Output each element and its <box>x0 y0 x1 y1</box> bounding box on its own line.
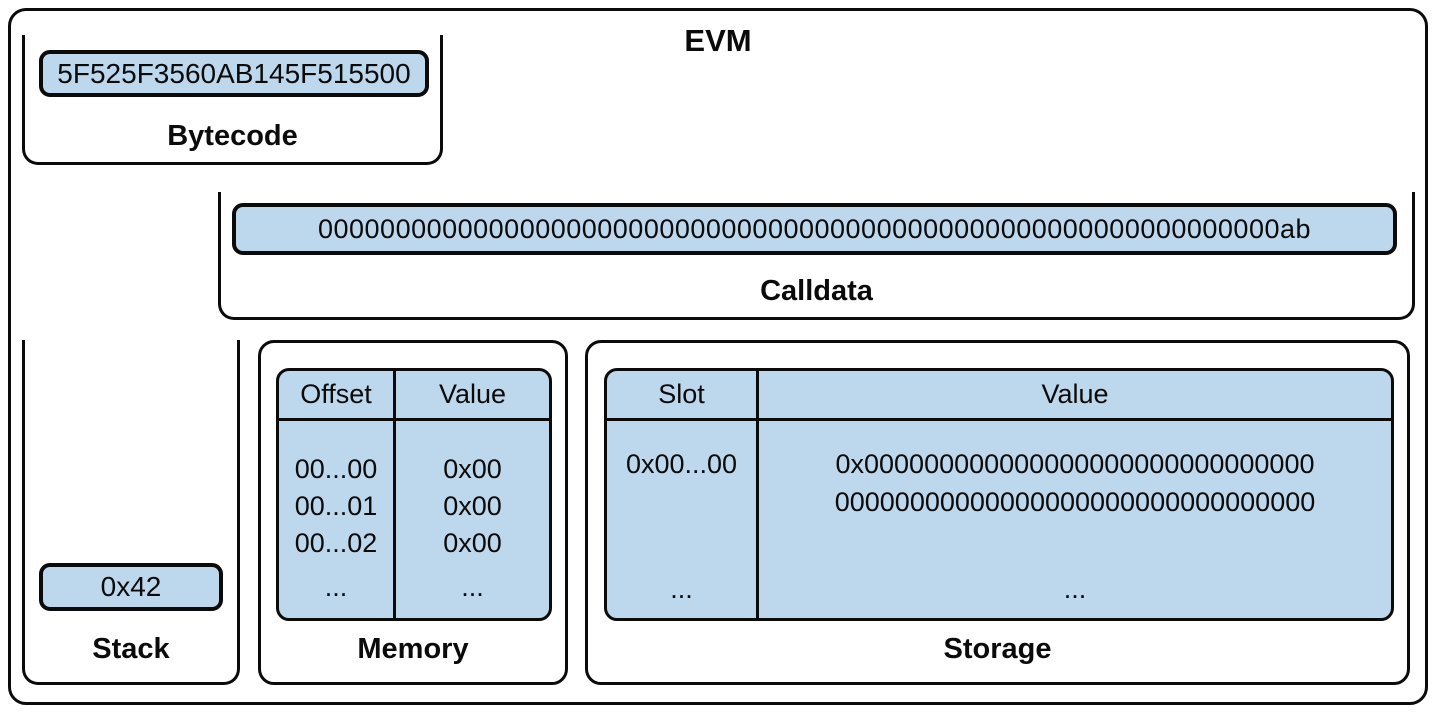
stack-value-chip: 0x42 <box>39 563 223 611</box>
memory-value-cell: 0x00 <box>443 528 502 558</box>
memory-offset-cell: 00...01 <box>294 491 378 521</box>
storage-value-ellipsis: ... <box>1063 574 1087 604</box>
memory-value-column: 0x00 0x00 0x00 ... <box>396 421 549 618</box>
memory-value-cell: 0x00 <box>443 454 502 484</box>
storage-slot-ellipsis: ... <box>670 574 693 604</box>
calldata-panel: 0000000000000000000000000000000000000000… <box>218 192 1415 320</box>
bytecode-value-chip: 5F525F3560AB145F515500 <box>39 50 429 97</box>
storage-slot-cell: 0x00...00 <box>625 449 738 479</box>
storage-value-column: 0x000000000000000000000000000000 0000000… <box>759 421 1391 618</box>
stack-value: 0x42 <box>100 571 162 602</box>
storage-header-slot: Slot <box>607 371 759 418</box>
memory-offset-cell: 00...00 <box>294 454 378 484</box>
bytecode-value: 5F525F3560AB145F515500 <box>57 57 411 89</box>
stack-panel: 0x42 Stack <box>22 340 240 685</box>
storage-header-value: Value <box>1041 379 1109 409</box>
memory-header-offset: Offset <box>279 371 396 418</box>
stack-label: Stack <box>92 633 170 665</box>
storage-slot-column: 0x00...00 ... <box>607 421 759 618</box>
memory-table-body: 00...00 00...01 00...02 ... 0x00 0x00 0x… <box>279 421 549 618</box>
evm-container: EVM <box>8 8 1428 705</box>
storage-table-body: 0x00...00 ... 0x000000000000000000000000… <box>607 421 1391 618</box>
calldata-value: 0000000000000000000000000000000000000000… <box>317 213 1312 244</box>
memory-offset-cell: 00...02 <box>294 528 378 558</box>
memory-value-cell: 0x00 <box>443 491 502 521</box>
memory-header-value: Value <box>438 379 507 409</box>
memory-offset-ellipsis: ... <box>324 572 348 602</box>
storage-value-line2: 00000000000000000000000000000000 <box>834 487 1316 517</box>
memory-label: Memory <box>357 633 469 665</box>
storage-value-cell: 0x000000000000000000000000000000 0000000… <box>835 445 1316 521</box>
memory-value-ellipsis: ... <box>461 572 484 602</box>
bytecode-label: Bytecode <box>167 120 298 152</box>
calldata-label: Calldata <box>760 275 873 307</box>
evm-title: EVM <box>684 23 752 58</box>
memory-table-header: Offset Value <box>279 371 549 421</box>
storage-value-line1: 0x000000000000000000000000000000 <box>835 449 1315 479</box>
memory-panel: Offset Value 00...00 00...01 00...02 ...… <box>258 340 568 685</box>
storage-label: Storage <box>943 633 1052 665</box>
storage-table-header: Slot Value <box>607 371 1391 421</box>
storage-panel: Slot Value 0x00...00 ... 0x0000000000000… <box>585 340 1410 685</box>
memory-offset-column: 00...00 00...01 00...02 ... <box>279 421 396 618</box>
memory-table: Offset Value 00...00 00...01 00...02 ...… <box>276 368 552 621</box>
storage-table: Slot Value 0x00...00 ... 0x0000000000000… <box>604 368 1394 621</box>
calldata-value-chip: 0000000000000000000000000000000000000000… <box>232 203 1397 255</box>
bytecode-panel: 5F525F3560AB145F515500 Bytecode <box>22 35 443 165</box>
